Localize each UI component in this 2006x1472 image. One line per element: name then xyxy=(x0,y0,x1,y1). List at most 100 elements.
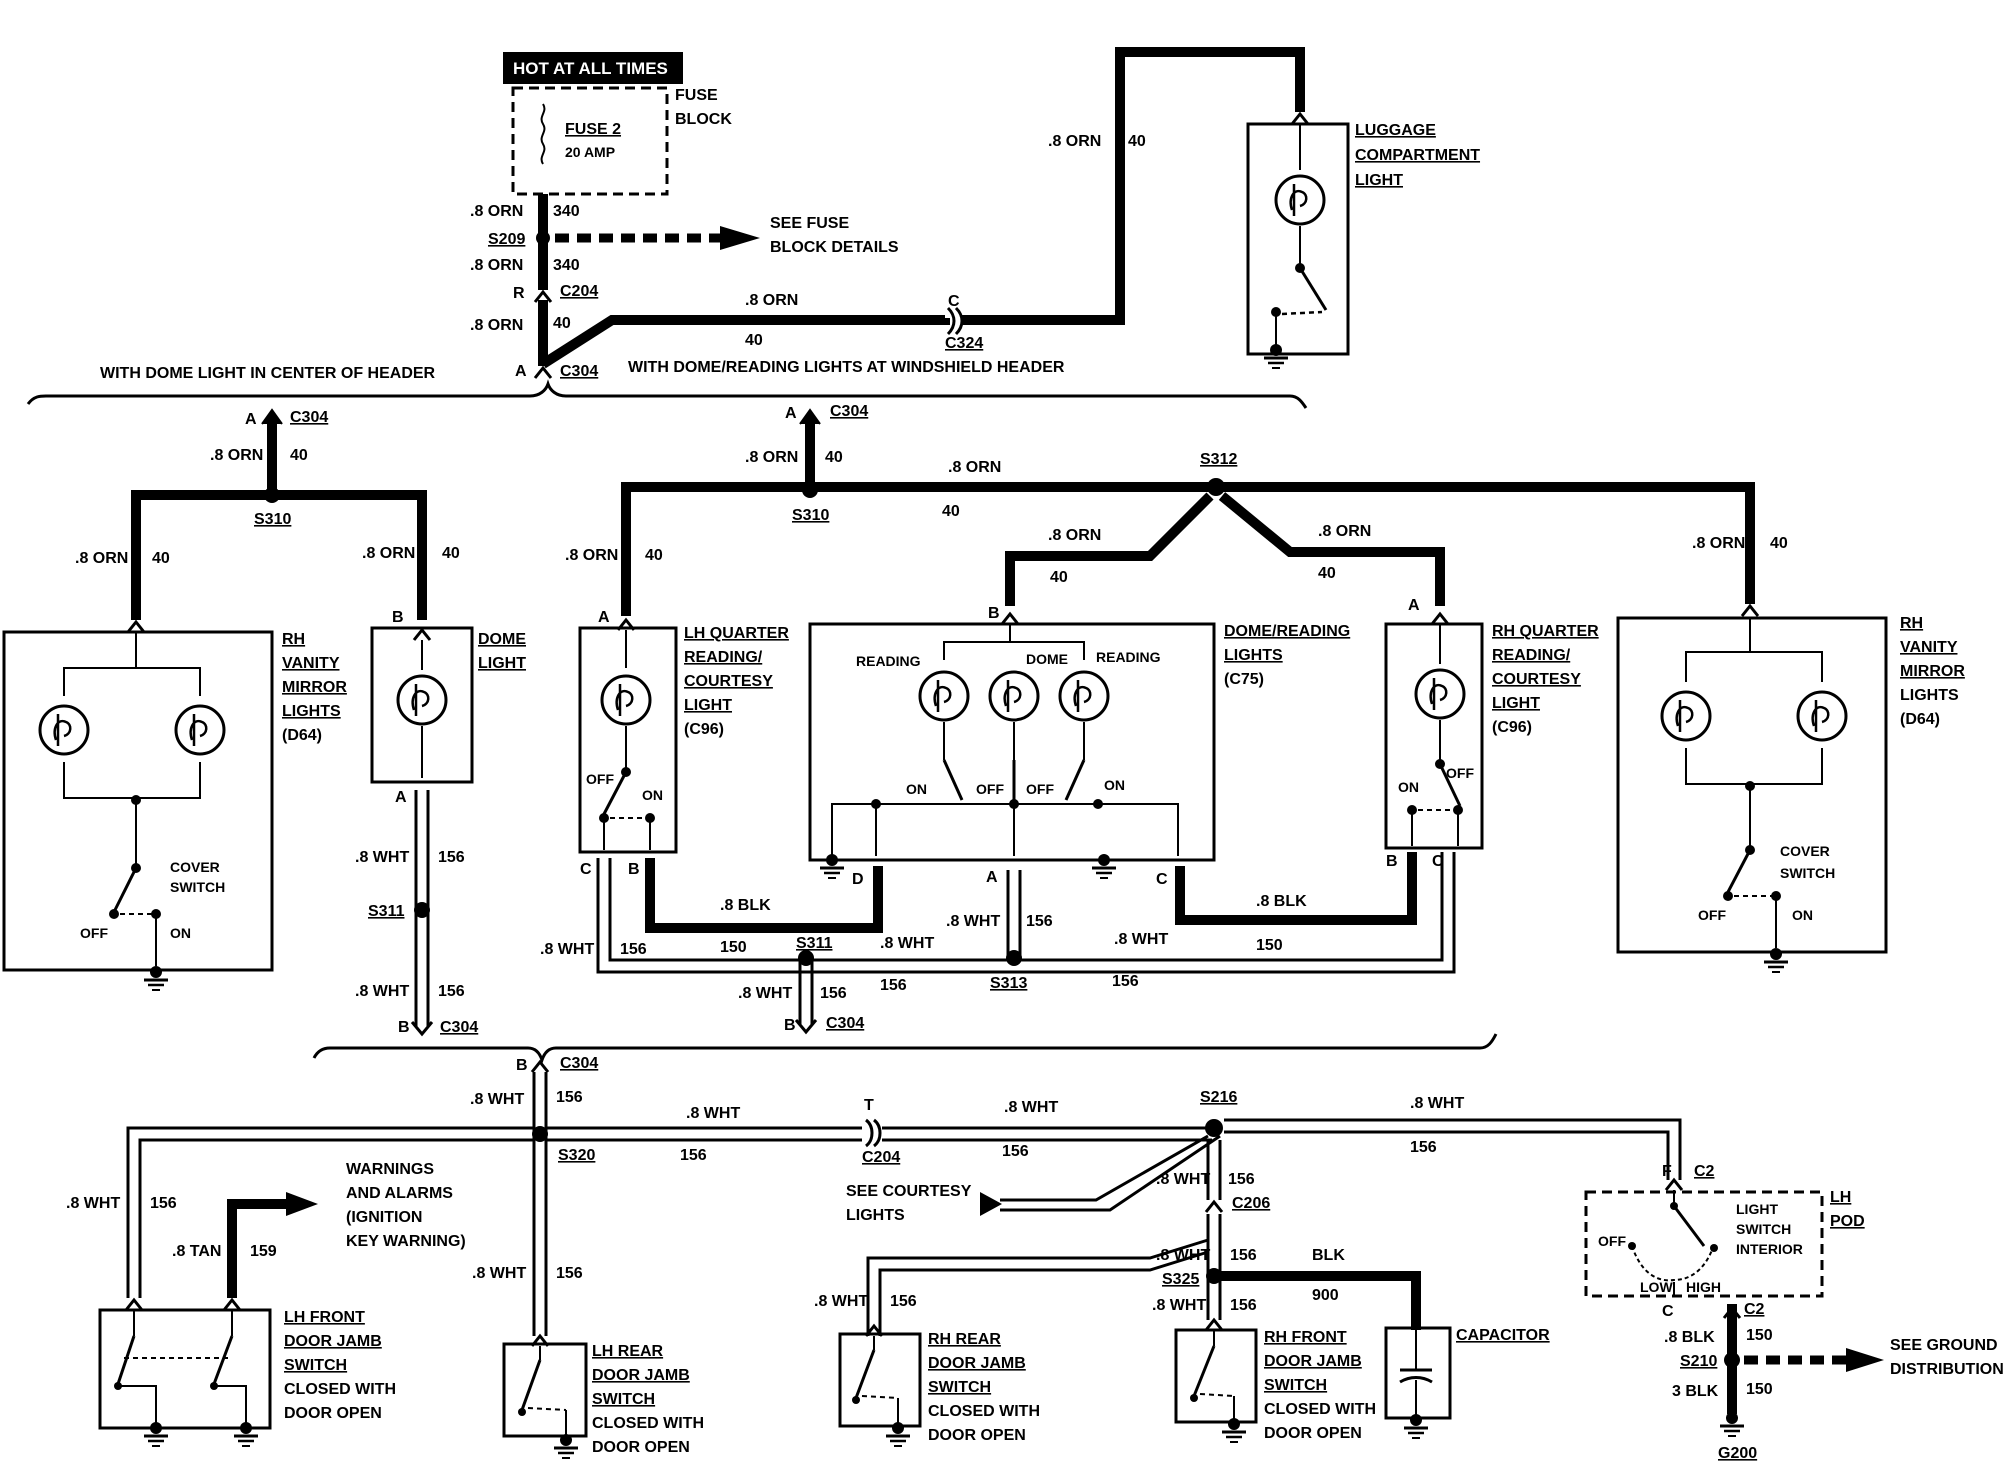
dome-reading-box xyxy=(808,622,1216,862)
c40-center-e: 40 xyxy=(1318,565,1336,582)
c206-label: C206 xyxy=(1232,1195,1270,1212)
wht-c-2: .8 WHT xyxy=(880,935,934,952)
with-dome-windshield: WITH DOME/READING LIGHTS AT WINDSHIELD H… xyxy=(628,359,1065,376)
rh-vanity-right-2: VANITY xyxy=(1900,639,1958,656)
rh-front-jamb-box xyxy=(1174,1328,1258,1424)
wht-dome-b: .8 WHT xyxy=(355,983,409,1000)
luggage-label-2: COMPARTMENT xyxy=(1355,147,1480,164)
reading-left-bulb-icon xyxy=(918,670,970,722)
pin-a-center: A xyxy=(785,405,797,422)
c40-left-b: 40 xyxy=(152,550,170,567)
c156-b-1: 156 xyxy=(556,1089,583,1106)
dome-label-center: DOME xyxy=(1026,651,1068,667)
blk3-pod: 3 BLK xyxy=(1672,1383,1719,1400)
wht-c-1: .8 WHT xyxy=(540,941,594,958)
rh-vanity-right-3: MIRROR xyxy=(1900,663,1965,680)
vanity-left-bulb-2-icon xyxy=(174,704,226,756)
wht-c-5: .8 WHT xyxy=(738,985,792,1002)
rhr-5: DOOR OPEN xyxy=(928,1427,1026,1444)
s210-label: S210 xyxy=(1680,1353,1717,1370)
connector-c324 xyxy=(946,306,964,336)
c156-b-6: 156 xyxy=(1230,1247,1257,1264)
c304-center-bottom: C304 xyxy=(826,1015,864,1032)
domeread-3: (C75) xyxy=(1224,671,1264,688)
center-middle: A C304 .8 ORN 40 S310 .8 ORN 40 .8 ORN 4… xyxy=(540,403,1788,1035)
g200-label: G200 xyxy=(1718,1445,1757,1462)
on-lhq: ON xyxy=(642,787,663,803)
off-rhq: OFF xyxy=(1446,765,1474,781)
blk-right: .8 BLK xyxy=(1256,893,1307,910)
light-switch-3: INTERIOR xyxy=(1736,1241,1803,1257)
connector-c204 xyxy=(864,1118,882,1148)
cover-switch-left-1: COVER xyxy=(170,859,220,875)
rh-vanity-left-box xyxy=(2,630,274,972)
c304-dome: C304 xyxy=(440,1019,478,1036)
lh-rear-jamb-box xyxy=(502,1342,588,1438)
off-right: OFF xyxy=(1698,907,1726,923)
luggage-label-3: LIGHT xyxy=(1355,172,1403,189)
s216-label: S216 xyxy=(1200,1089,1237,1106)
lhr-3: SWITCH xyxy=(592,1391,655,1408)
capacitor-box xyxy=(1384,1326,1452,1420)
c156-b-7: 156 xyxy=(890,1293,917,1310)
c156-b-8: 156 xyxy=(1230,1297,1257,1314)
lh-quarter-box xyxy=(578,626,678,854)
fuse2-amp: 20 AMP xyxy=(565,144,615,160)
c150-c-2: 150 xyxy=(1256,937,1283,954)
wire-to-luggage xyxy=(962,47,1305,325)
c900: 900 xyxy=(1312,1287,1339,1304)
s311-left: S311 xyxy=(368,903,405,920)
pin-a-c304: A xyxy=(515,363,527,380)
low-pod: LOW xyxy=(1640,1279,1673,1295)
luggage-ground-icon xyxy=(1262,342,1290,370)
light-switch-1: LIGHT xyxy=(1736,1201,1778,1217)
orn-center-a: .8 ORN xyxy=(745,449,798,466)
lhq-4: LIGHT xyxy=(684,697,732,714)
domeread-1: DOME/READING xyxy=(1224,623,1350,640)
splice-s312 xyxy=(1207,478,1225,496)
rhf-3: SWITCH xyxy=(1264,1377,1327,1394)
orn-left-a: .8 ORN xyxy=(210,447,263,464)
c159: 159 xyxy=(250,1243,277,1260)
fuse-symbol xyxy=(540,103,546,165)
lhq-bulb-icon xyxy=(600,674,652,726)
dome-bulb-icon xyxy=(396,674,448,726)
orn-label-e: .8 ORN xyxy=(1048,133,1101,150)
hot-at-all-times-header xyxy=(503,52,683,84)
orn-center-b: .8 ORN xyxy=(948,459,1001,476)
on-dr-2: ON xyxy=(1104,777,1125,793)
luggage-light: LUGGAGE COMPARTMENT LIGHT xyxy=(1246,112,1480,370)
wht-b-1: .8 WHT xyxy=(470,1091,524,1108)
s310-center: S310 xyxy=(792,507,829,524)
cover-switch-right-1: COVER xyxy=(1780,843,1830,859)
c40-left-a: 40 xyxy=(290,447,308,464)
lhf-2: DOOR JAMB xyxy=(284,1333,382,1350)
pin-d-dr: D xyxy=(852,871,864,888)
arrow-fuse-details xyxy=(720,226,760,250)
c156-c-3: 156 xyxy=(820,985,847,1002)
orn-label-a: .8 ORN xyxy=(470,203,523,220)
luggage-box xyxy=(1246,122,1350,356)
pin-t: T xyxy=(864,1097,874,1114)
pin-a-rhq: A xyxy=(1408,597,1420,614)
wht-b-2: .8 WHT xyxy=(686,1105,740,1122)
c150-pod-b: 150 xyxy=(1746,1381,1773,1398)
cover-switch-right-2: SWITCH xyxy=(1780,865,1835,881)
wht-b-3: .8 WHT xyxy=(1004,1099,1058,1116)
see-courtesy-2: LIGHTS xyxy=(846,1207,905,1224)
c204-bottom: C204 xyxy=(862,1149,900,1166)
c156-c-5: 156 xyxy=(1112,973,1139,990)
pin-c-c324: C xyxy=(948,293,960,310)
wht-c-3: .8 WHT xyxy=(946,913,1000,930)
c40-a: 40 xyxy=(553,315,571,332)
dome-light-2: LIGHT xyxy=(478,655,526,672)
pin-a-lhq: A xyxy=(598,609,610,626)
orn-right-a: .8 ORN xyxy=(1692,535,1745,552)
orn-left-b: .8 ORN xyxy=(75,550,128,567)
splice-s209 xyxy=(536,231,550,245)
lhr-1: LH REAR xyxy=(592,1343,664,1360)
wht-b-8: .8 WHT xyxy=(1152,1297,1206,1314)
c40-left-c: 40 xyxy=(442,545,460,562)
c40-center-a: 40 xyxy=(825,449,843,466)
